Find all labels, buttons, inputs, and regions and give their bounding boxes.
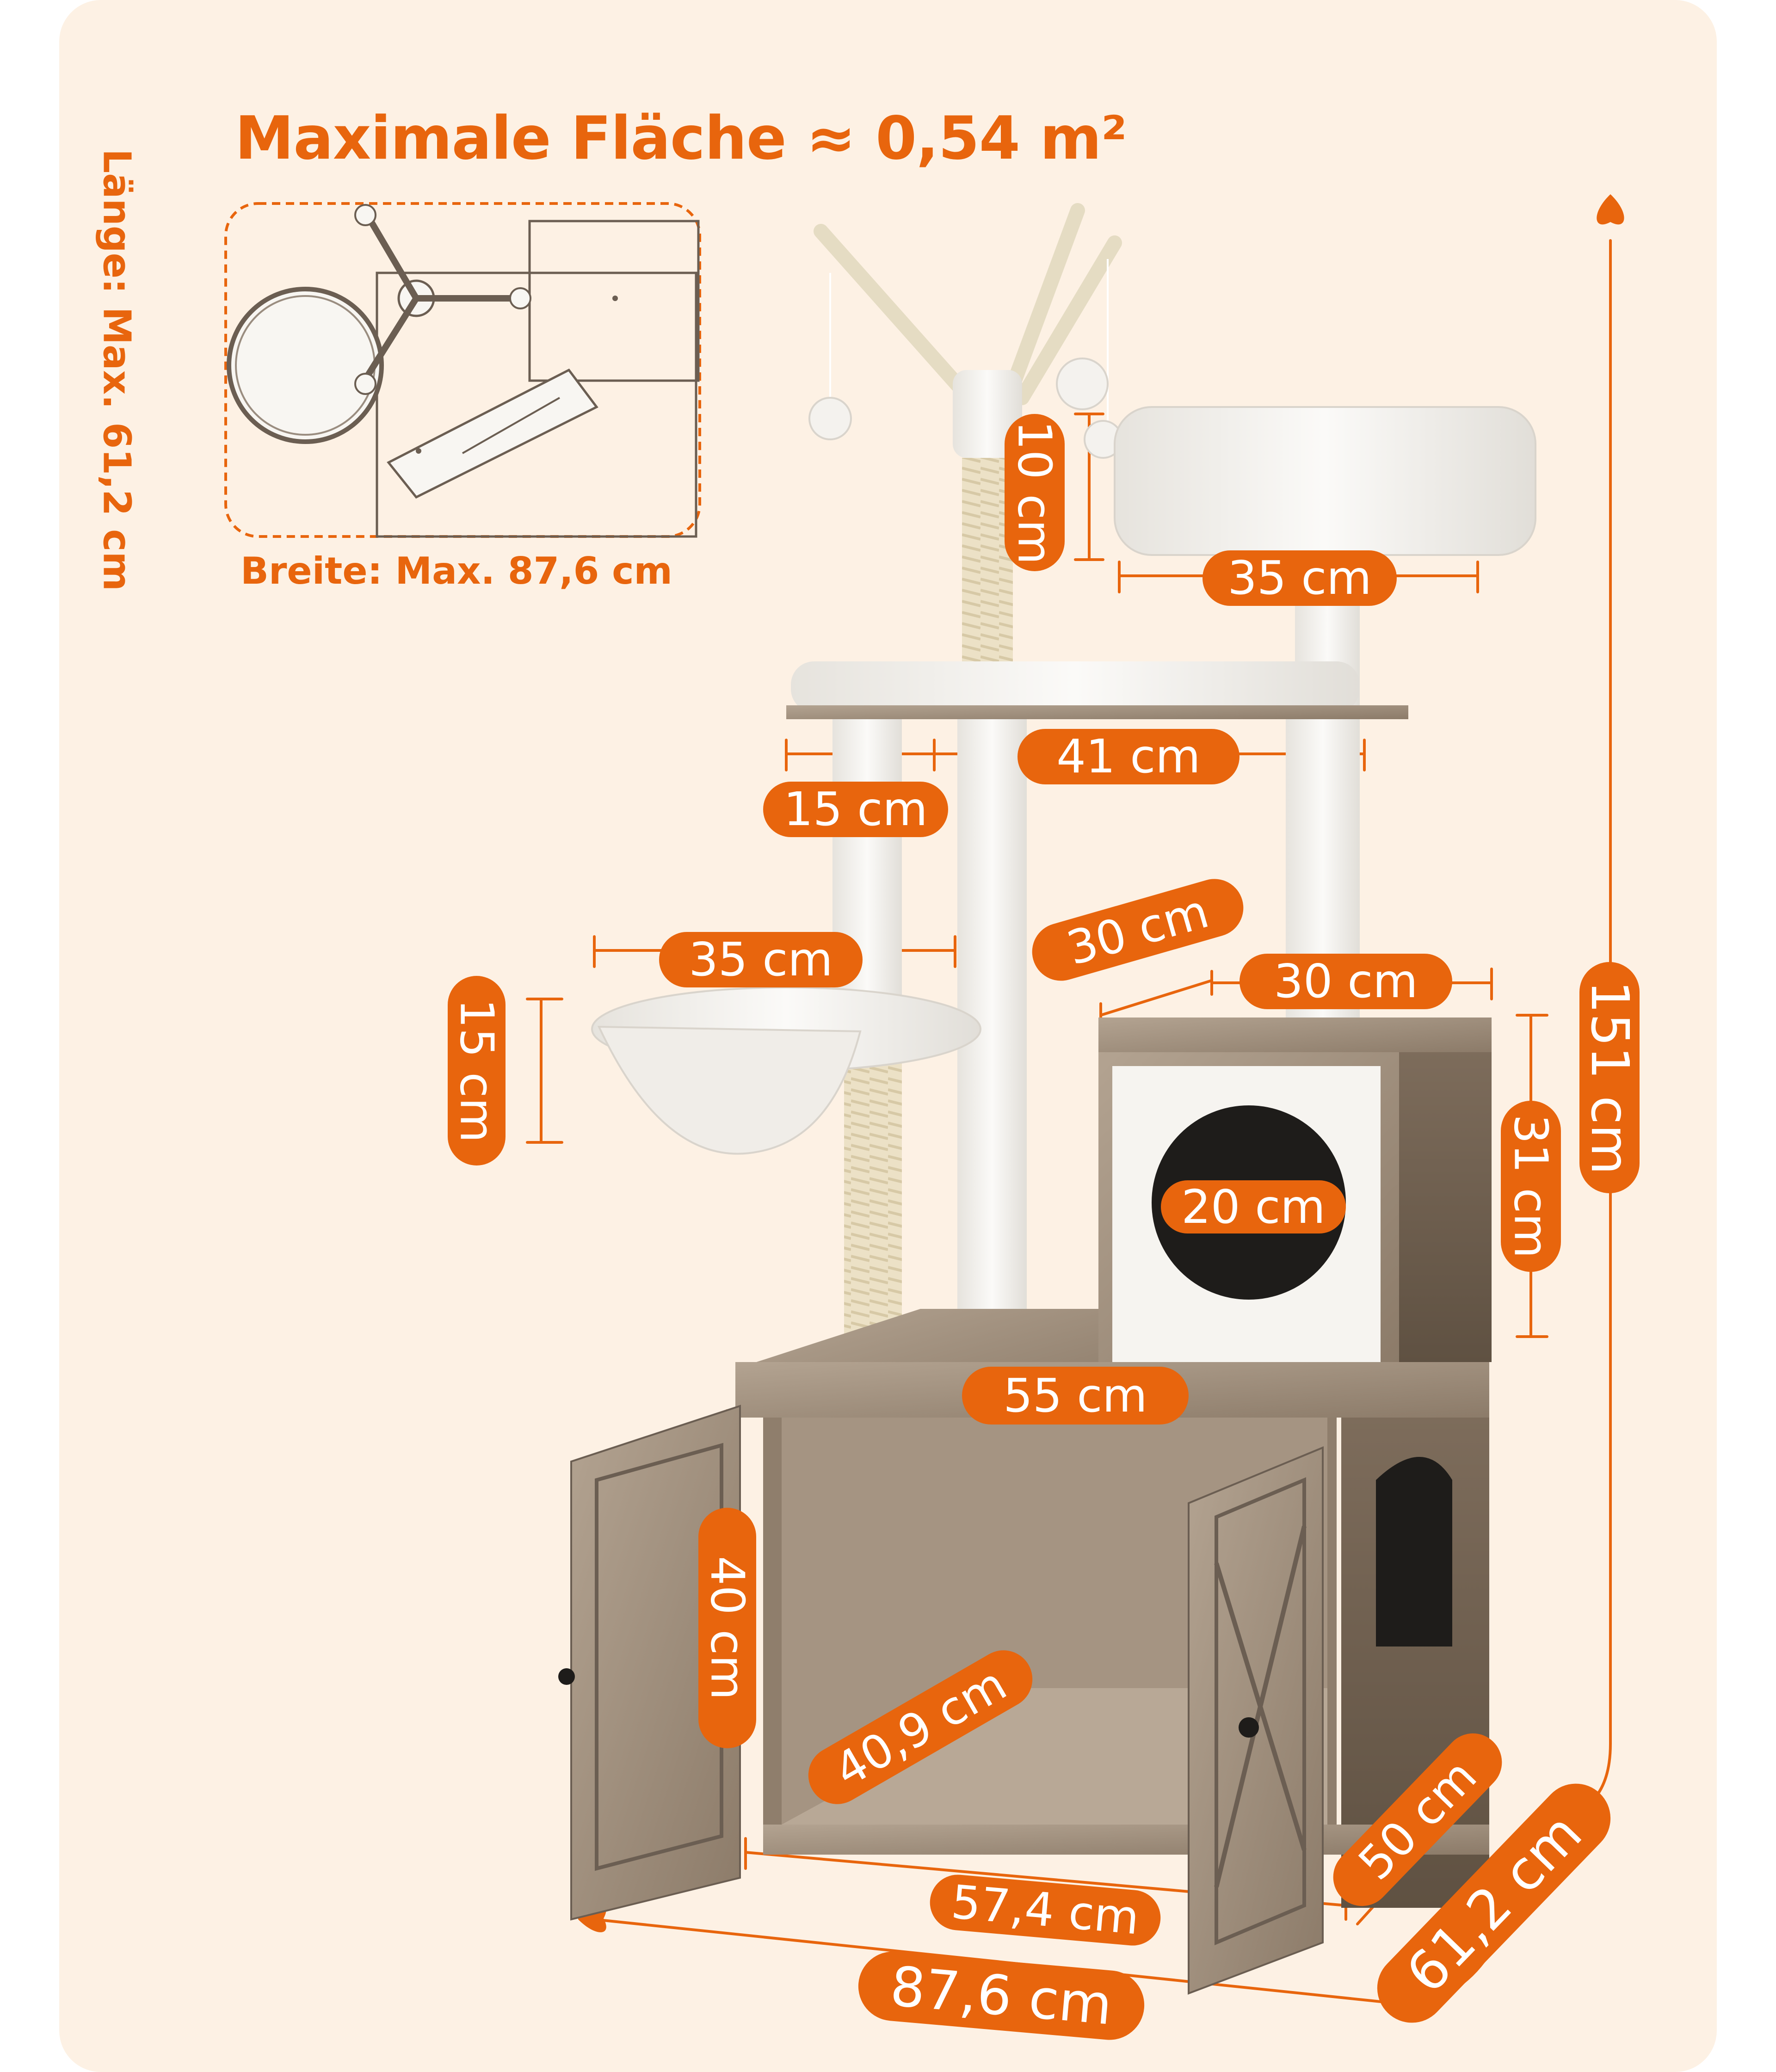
dim-post-top-label: 10 cm [1008, 420, 1062, 565]
floor-plan-sketch [224, 202, 701, 538]
dim-hammock-width: 35 cm [659, 932, 863, 987]
dim-post-top-pill: 10 cm [1005, 414, 1065, 571]
dim-platform-width: 41 cm [1018, 729, 1240, 784]
page-title: Maximale Fläche ≈ 0,54 m² [235, 104, 1127, 173]
dim-total-height-label: 151 cm [1579, 980, 1640, 1175]
dim-hammock-depth-label: 15 cm [450, 999, 504, 1143]
dim-condo-width: 30 cm [1240, 954, 1452, 1009]
dim-platform-offset: 15 cm [763, 782, 948, 837]
floor-plan-width-label: Breite: Max. 87,6 cm [240, 549, 672, 592]
floor-plan-length-label: Länge: Max. 61,2 cm [94, 148, 139, 592]
dim-total-height-pill: 151 cm [1579, 962, 1640, 1193]
arrow-head-top [1597, 194, 1624, 225]
dim-condo-height-label: 31 cm [1504, 1114, 1558, 1258]
dim-cabinet-top-width: 55 cm [962, 1367, 1189, 1424]
dim-hole-diameter: 20 cm [1161, 1180, 1346, 1233]
dim-door-height-pill: 40 cm [698, 1508, 756, 1748]
dim-door-height-label: 40 cm [700, 1556, 755, 1700]
dim-condo-height-pill: 31 cm [1501, 1101, 1561, 1272]
dim-top-bed-width: 35 cm [1202, 550, 1397, 606]
dim-hammock-depth-pill: 15 cm [448, 976, 506, 1166]
